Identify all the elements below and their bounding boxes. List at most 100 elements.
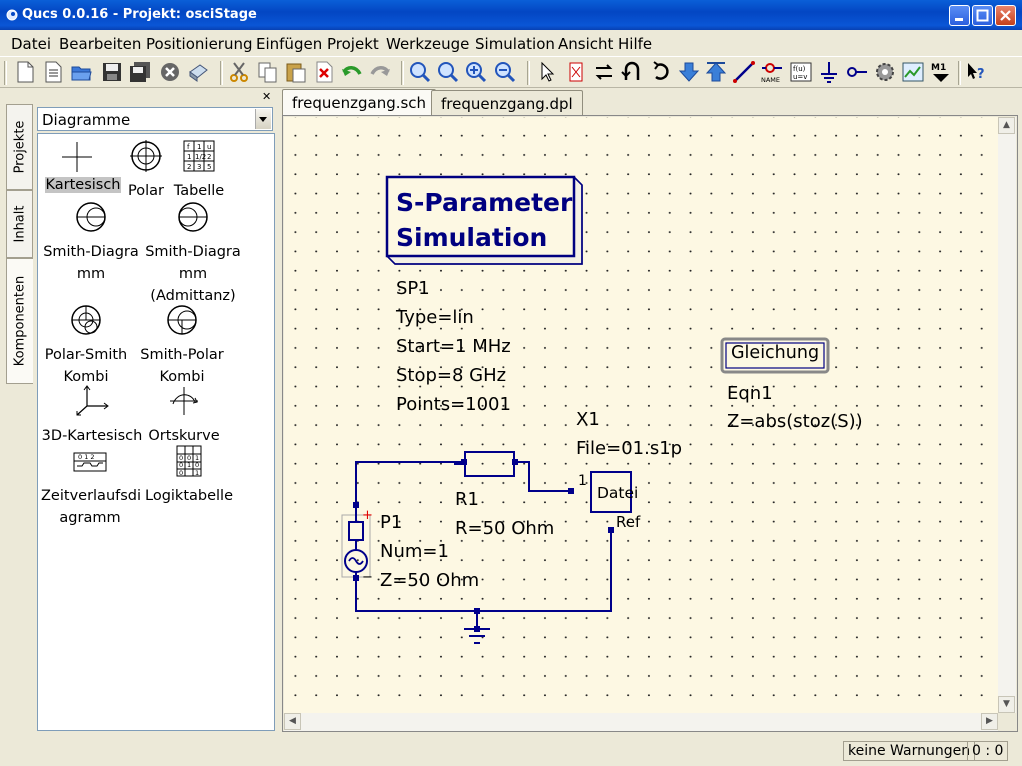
smith-chart-icon: [76, 202, 106, 232]
menu-ansicht[interactable]: Ansicht: [558, 35, 614, 53]
component-polar[interactable]: Polar: [126, 139, 166, 202]
port-minus-sign: −: [362, 570, 373, 585]
maximize-button[interactable]: [972, 5, 993, 26]
ground-icon[interactable]: [817, 60, 841, 84]
svg-text:2: 2: [187, 163, 191, 171]
horizontal-scrollbar[interactable]: ◀ ▶: [284, 713, 998, 731]
pop-out-icon[interactable]: [704, 60, 728, 84]
component-tabelle[interactable]: f 1 u 1 1/2 2 2 3 5 Tabelle: [171, 139, 227, 202]
mirror-y-icon[interactable]: [620, 60, 644, 84]
zoom-fit-icon[interactable]: [408, 60, 432, 84]
component-smith-diagramm[interactable]: Smith-Diagra mm: [41, 200, 141, 285]
zoom-in-icon[interactable]: [464, 60, 488, 84]
scroll-right-icon[interactable]: ▶: [981, 713, 998, 730]
tab-projekte[interactable]: Projekte: [6, 104, 33, 190]
menu-hilfe[interactable]: Hilfe: [618, 35, 653, 53]
toolbar-separator: [958, 61, 961, 85]
rotate-cw-icon[interactable]: [650, 60, 674, 84]
menu-datei[interactable]: Datei: [11, 35, 52, 53]
go-into-subcircuit-icon[interactable]: [677, 60, 701, 84]
dock-close-icon[interactable]: ✕: [262, 90, 272, 103]
svg-text:2: 2: [207, 153, 211, 161]
wire-icon[interactable]: [732, 60, 756, 84]
s-parameter-simulation-block[interactable]: [385, 175, 583, 265]
resistor-params[interactable]: R1 R=50 Ohm: [455, 489, 555, 539]
simulate-gear-icon[interactable]: [873, 60, 897, 84]
zoom-1-1-icon[interactable]: [436, 60, 460, 84]
schematic-drawing: + −: [341, 175, 830, 644]
toolbar-grip[interactable]: [4, 61, 7, 85]
toolbar-separator: [527, 61, 530, 85]
equation-block[interactable]: [720, 337, 830, 374]
redo-icon[interactable]: [368, 60, 392, 84]
tab-frequenzgang-dpl[interactable]: frequenzgang.dpl: [431, 90, 583, 116]
file-component-label: Datei: [597, 484, 639, 502]
table-icon: f 1 u 1 1/2 2 2 3 5: [183, 140, 215, 172]
component-zeitverlaufsdiagramm[interactable]: 0 1 2 Zeitverlaufsdi agramm: [41, 444, 141, 529]
select-cursor-icon[interactable]: [536, 60, 560, 84]
svg-text:?: ?: [977, 67, 985, 82]
zoom-out-icon[interactable]: [493, 60, 517, 84]
component-logiktabelle[interactable]: 0 0 1 0 1 0 0 1 Logiktabelle: [143, 444, 235, 507]
tab-frequenzgang-sch[interactable]: frequenzgang.sch: [282, 89, 437, 115]
equation-icon[interactable]: f(u)u=v: [789, 60, 813, 84]
close-button[interactable]: [995, 5, 1016, 26]
menu-simulation[interactable]: Simulation: [475, 35, 555, 53]
maximize-icon: [976, 9, 989, 22]
view-data-display-icon[interactable]: [901, 60, 925, 84]
combo-dropdown-button[interactable]: [255, 109, 271, 129]
open-folder-icon[interactable]: [70, 60, 94, 84]
menu-einfuegen[interactable]: Einfügen: [256, 35, 323, 53]
component-category-select[interactable]: Diagramme: [37, 107, 273, 131]
paste-icon[interactable]: [284, 60, 308, 84]
file-component-x1[interactable]: [590, 471, 632, 513]
port-icon[interactable]: [845, 60, 869, 84]
marker-icon[interactable]: M1: [929, 60, 953, 84]
cut-icon[interactable]: [227, 60, 251, 84]
component-polar-smith[interactable]: Polar-Smith Kombi: [41, 303, 131, 388]
component-ortskurve[interactable]: Ortskurve: [148, 384, 220, 447]
print-icon[interactable]: [186, 60, 210, 84]
rotate-icon[interactable]: [592, 60, 616, 84]
scroll-down-icon[interactable]: ▼: [998, 696, 1015, 713]
delete-icon[interactable]: [312, 60, 336, 84]
vertical-scrollbar[interactable]: ▲ ▼: [998, 117, 1016, 713]
scroll-up-icon[interactable]: ▲: [998, 117, 1015, 134]
svg-text:0: 0: [195, 461, 199, 469]
minimize-button[interactable]: [949, 5, 970, 26]
svg-text:1: 1: [187, 153, 191, 161]
scroll-left-icon[interactable]: ◀: [284, 713, 301, 730]
component-kartesisch[interactable]: Kartesisch: [45, 177, 121, 193]
equation-params[interactable]: Eqn1 Z=abs(stoz(S)): [727, 383, 863, 432]
copy-icon[interactable]: [256, 60, 280, 84]
wire-label-icon[interactable]: NAME: [760, 60, 784, 84]
new-text-document-icon[interactable]: [41, 60, 65, 84]
menu-positionierung[interactable]: Positionierung: [146, 35, 253, 53]
svg-text:M1: M1: [931, 63, 946, 73]
save-icon[interactable]: [100, 60, 124, 84]
save-all-icon[interactable]: [128, 60, 152, 84]
file-component-params[interactable]: X1 File=01.s1p: [576, 409, 683, 459]
menu-bearbeiten[interactable]: Bearbeiten: [59, 35, 142, 53]
component-3d-kartesisch[interactable]: 3D-Kartesisch: [40, 384, 144, 447]
menu-werkzeuge[interactable]: Werkzeuge: [386, 35, 470, 53]
tab-inhalt[interactable]: Inhalt: [6, 190, 33, 258]
window-title: Qucs 0.0.16 - Projekt: osciStage: [22, 7, 257, 22]
undo-icon[interactable]: [340, 60, 364, 84]
close-icon: [1000, 10, 1011, 21]
polar-diagram-icon: [130, 140, 162, 172]
new-document-icon[interactable]: [13, 60, 37, 84]
component-smith-admittanz[interactable]: Smith-Diagra mm (Admittanz): [143, 200, 243, 307]
simulation-params[interactable]: SP1 Type=lin Start=1 MHz Stop=8 GHz Poin…: [396, 278, 511, 415]
schematic-canvas[interactable]: + − S-Parameter Simulation SP1 Type=lin …: [284, 117, 998, 713]
component-mirror-x-icon[interactable]: [564, 60, 588, 84]
menu-projekt[interactable]: Projekt: [327, 35, 379, 53]
whats-this-help-icon[interactable]: ?: [965, 60, 989, 84]
title-bar[interactable]: [0, 0, 1022, 30]
svg-text:u: u: [207, 143, 211, 151]
port-params[interactable]: P1 Num=1 Z=50 Ohm: [380, 512, 480, 591]
close-document-icon[interactable]: [158, 60, 182, 84]
qucs-app-icon[interactable]: [5, 8, 19, 22]
component-smith-polar[interactable]: Smith-Polar Kombi: [136, 303, 228, 388]
tab-komponenten[interactable]: Komponenten: [6, 258, 33, 384]
